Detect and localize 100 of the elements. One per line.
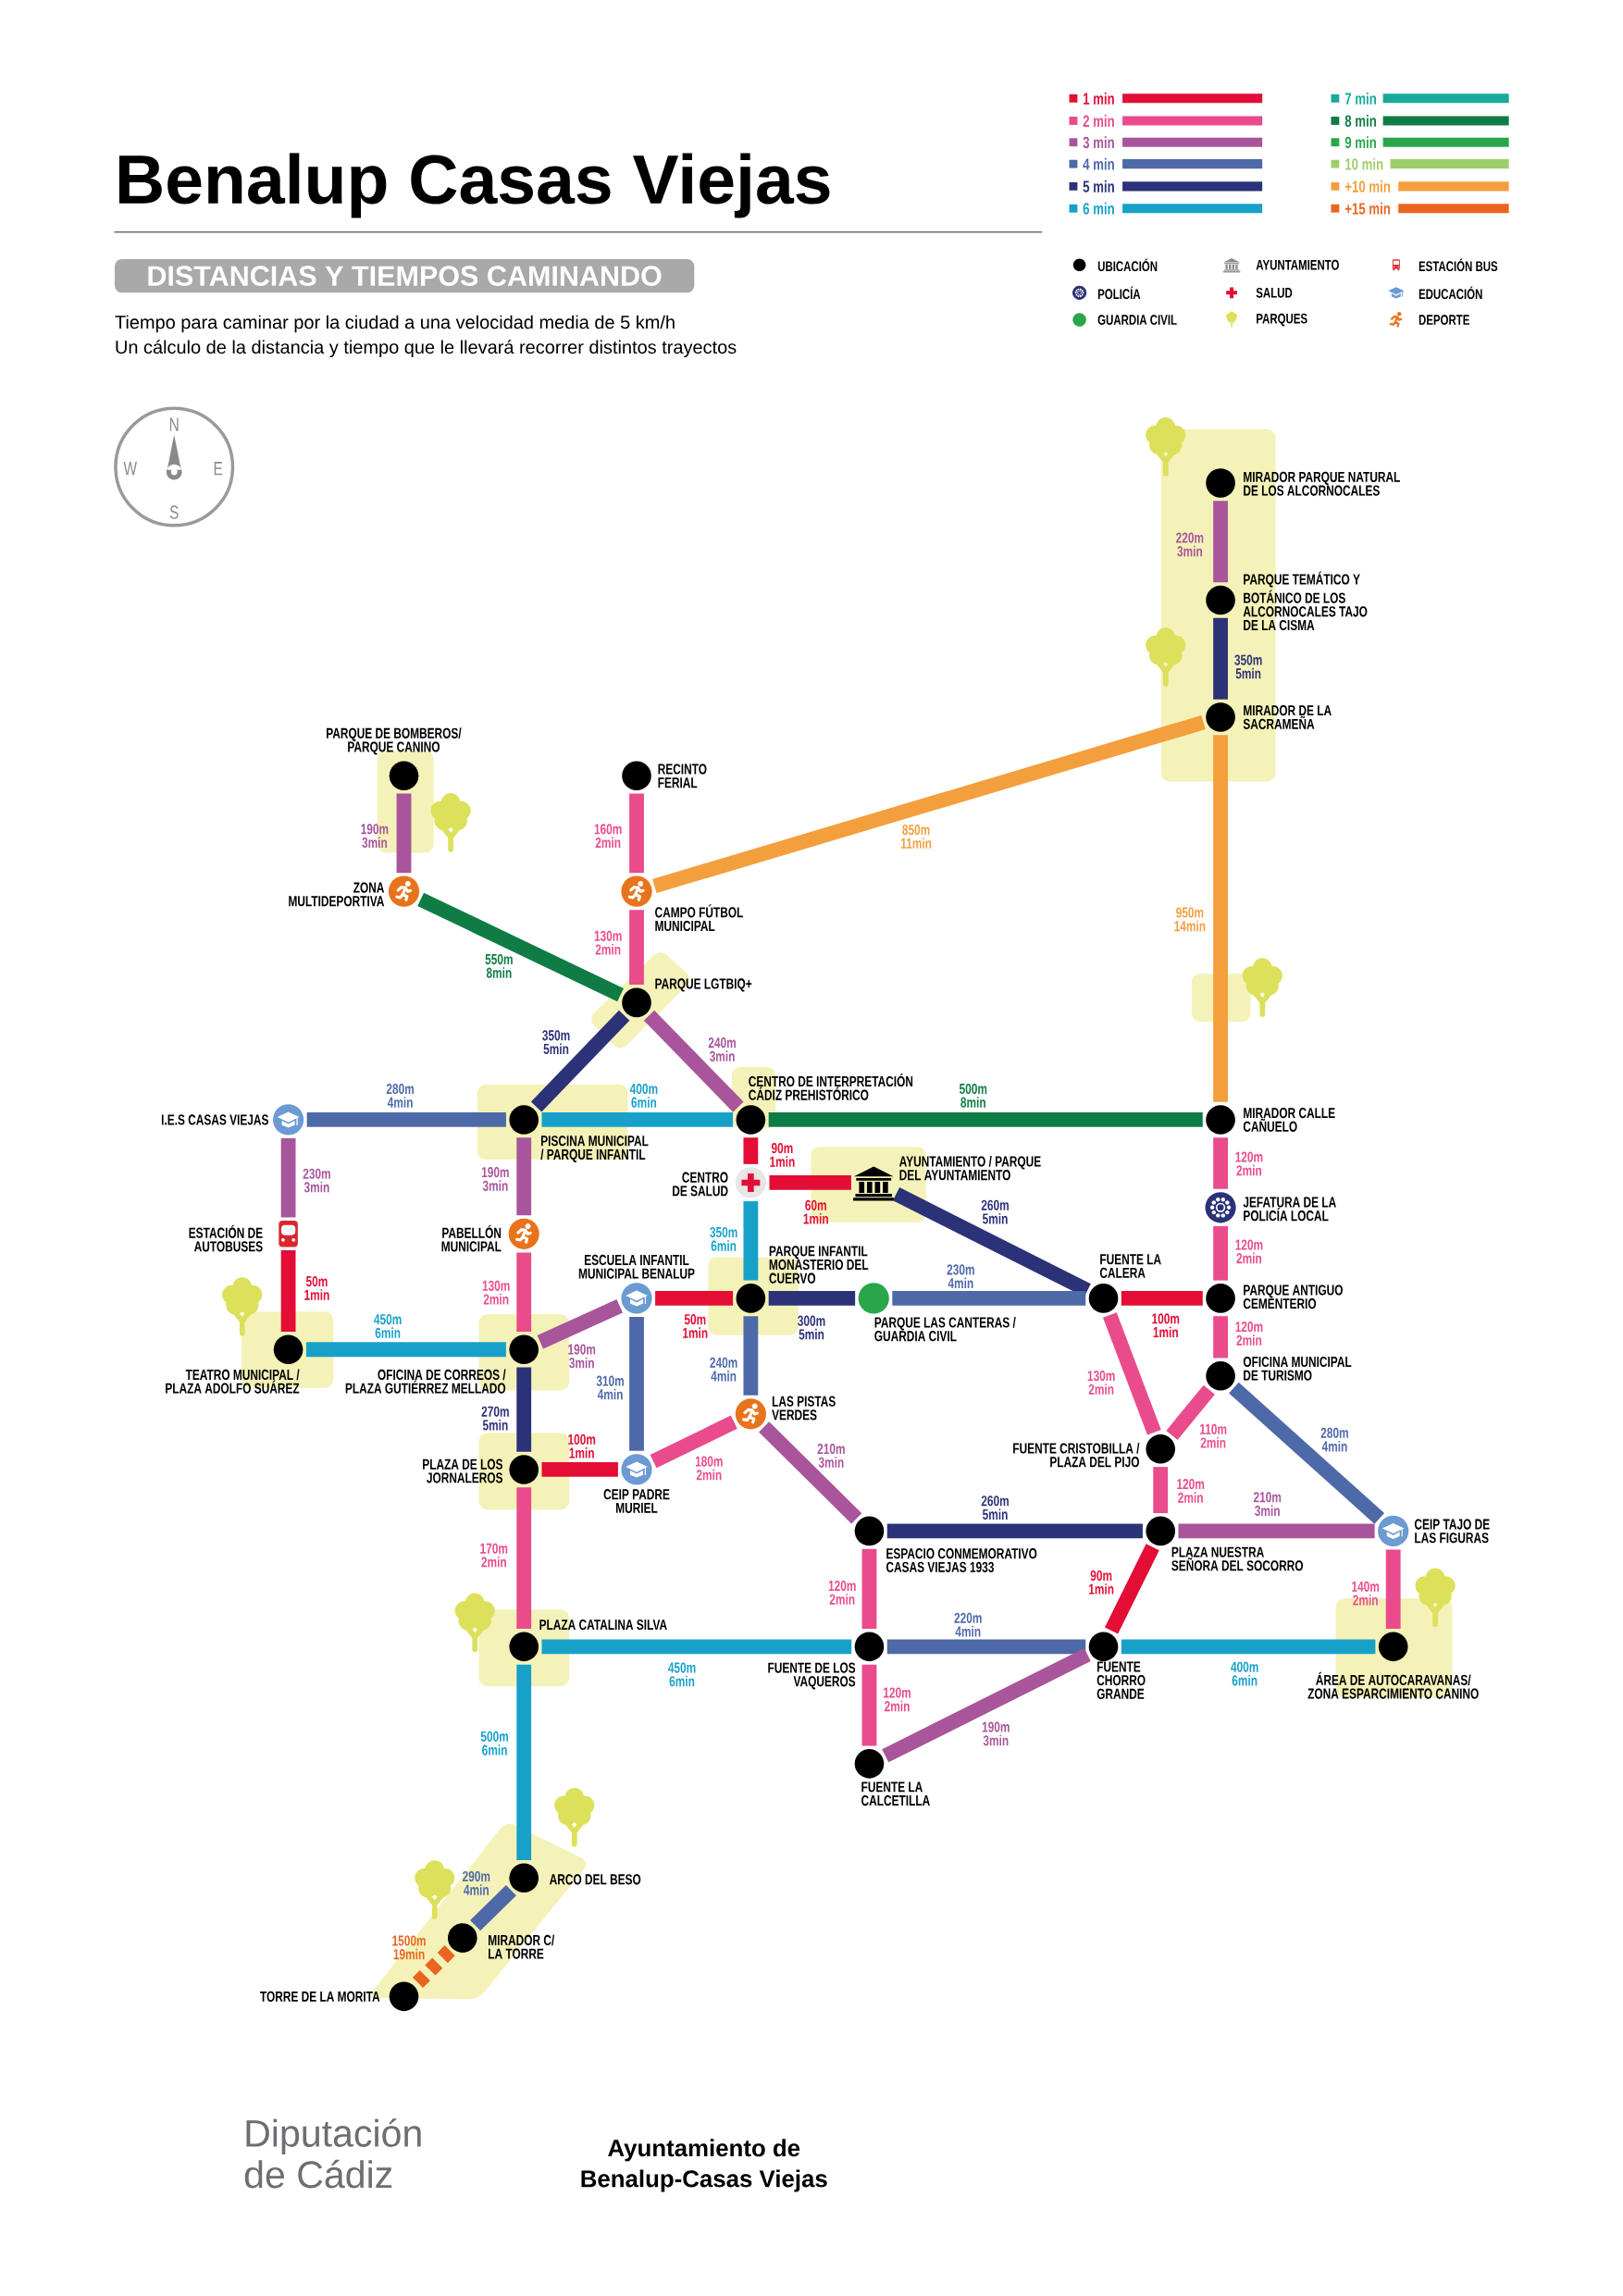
- route-line: [470, 1885, 516, 1931]
- distance-label: 260m 5min: [981, 1496, 1009, 1520]
- route-line: [1121, 1291, 1203, 1306]
- distance-label: 1500m 19min: [392, 1935, 426, 1960]
- station-label: PARQUE LGTBIQ+: [655, 978, 752, 992]
- distance-label: 190m 3min: [568, 1344, 596, 1369]
- distance-label: 120m 2min: [1235, 1322, 1263, 1346]
- organization-name: Diputación de Cádiz: [244, 2118, 421, 2189]
- distance-label: 160m 2min: [594, 824, 622, 848]
- route-line: [1213, 617, 1228, 700]
- legend-label: POLICÍA: [1097, 286, 1141, 300]
- distance-label: 220m 3min: [1176, 532, 1204, 557]
- legend-label: 10 min: [1345, 157, 1383, 170]
- station-label: CAMPO FÚTBOL MUNICIPAL: [655, 904, 743, 932]
- route-line: [1213, 735, 1228, 1102]
- station-label: OFICINA MUNICIPAL DE TURISMO: [1243, 1356, 1352, 1381]
- legend-label: PARQUES: [1257, 313, 1307, 327]
- distance-label: 350m 5min: [542, 1030, 570, 1055]
- station-label: FUENTE DE LOS VAQUEROS: [768, 1662, 856, 1690]
- route-line: [743, 1201, 759, 1281]
- distance-label: 110m 2min: [1200, 1423, 1227, 1448]
- distance-label: 50m 1min: [683, 1314, 708, 1338]
- station-label: CEIP TAJO DE LAS FIGURAS: [1414, 1519, 1490, 1544]
- legend-label: SALUD: [1256, 287, 1293, 298]
- station-label: MIRADOR CALLE CAÑUELO: [1243, 1108, 1335, 1132]
- distance-label: 450m 6min: [374, 1314, 402, 1338]
- distance-label: 60m 1min: [803, 1199, 828, 1224]
- distance-label: 230m 3min: [303, 1168, 330, 1193]
- distance-label: 140m 2min: [1352, 1581, 1380, 1606]
- legend-label: GUARDIA CIVIL: [1097, 315, 1177, 325]
- route-line: [1213, 1137, 1228, 1189]
- distance-label: 220m 4min: [954, 1612, 982, 1637]
- station-label: PLAZA DE LOS JORNALEROS: [423, 1458, 502, 1483]
- legend-label: 8 min: [1344, 115, 1376, 127]
- compass-letter: S: [169, 505, 179, 519]
- route-line: [1166, 1384, 1215, 1440]
- station-label: LAS PISTAS VERDES: [772, 1396, 836, 1421]
- route-line: [743, 1316, 759, 1396]
- distance-label: 240m 4min: [710, 1357, 737, 1382]
- distance-label: 210m 3min: [1253, 1492, 1282, 1517]
- distance-label: 90m 1min: [770, 1143, 795, 1167]
- station-label: PABELLÓN MUNICIPAL: [441, 1224, 502, 1252]
- legend-label: DEPORTE: [1419, 315, 1469, 325]
- route-line: [629, 1317, 644, 1451]
- route-line: [516, 1487, 532, 1630]
- organization-name: Ayuntamiento de Benalup-Casas Viejas: [581, 2139, 827, 2192]
- route-line: [537, 1299, 623, 1349]
- distance-label: 950m 14min: [1174, 907, 1206, 932]
- legend-label: ESTACIÓN BUS: [1419, 258, 1498, 272]
- route-line: [305, 1342, 506, 1358]
- route-line: [516, 1137, 532, 1216]
- station-label: PISCINA MUNICIPAL / PARQUE INFANTIL: [540, 1136, 649, 1162]
- legend-label: 7 min: [1344, 92, 1376, 105]
- title: Benalup Casas Viejas: [118, 153, 830, 218]
- distance-label: 280m 4min: [386, 1084, 414, 1108]
- distance-label: 550m 8min: [485, 953, 513, 978]
- distance-label: 240m 3min: [708, 1037, 736, 1061]
- route-line: [768, 1112, 1203, 1127]
- route-line: [1213, 1316, 1228, 1359]
- distance-label: 280m 4min: [1320, 1427, 1348, 1452]
- legend-label: 6 min: [1083, 202, 1114, 215]
- distance-label: 400m 6min: [1231, 1661, 1258, 1686]
- route-line: [1385, 1549, 1401, 1630]
- route-line: [655, 1291, 734, 1306]
- station-label: MIRADOR DE LA SACRAMEÑA: [1243, 705, 1332, 729]
- station-label: CEIP PADRE MURIEL: [603, 1489, 670, 1513]
- route-line: [882, 1647, 1091, 1763]
- distance-label: 270m 5min: [481, 1406, 509, 1431]
- distance-label: 400m 6min: [629, 1083, 658, 1108]
- distance-label: 260m 5min: [981, 1199, 1009, 1224]
- route-line: [861, 1664, 877, 1746]
- station-label: I.E.S CASAS VIEJAS: [161, 1114, 268, 1125]
- route-line: [629, 910, 644, 986]
- distance-label: 120m 2min: [884, 1687, 911, 1712]
- route-line: [769, 1175, 851, 1190]
- station-label: ZONA MULTIDEPORTIVA: [289, 882, 385, 907]
- distance-label: 290m 4min: [463, 1870, 490, 1895]
- route-line: [1229, 1382, 1385, 1524]
- station-label: FUENTE CRISTOBILLA / PLAZA DEL PIJO: [1013, 1443, 1140, 1468]
- route-line: [541, 1462, 618, 1477]
- route-line: [1153, 1467, 1169, 1514]
- distance-label: 170m 2min: [480, 1543, 508, 1568]
- route-line: [280, 1250, 296, 1332]
- station-label: PARQUE INFANTIL MONASTERIO DEL CUERVO: [769, 1246, 869, 1284]
- route-line: [516, 1367, 532, 1452]
- station-label: CENTRO DE INTERPRETACIÓN CÁDIZ PREHISTÓRICO: [749, 1073, 913, 1100]
- legend-label: +10 min: [1344, 180, 1391, 192]
- route-line: [516, 1664, 532, 1860]
- station-label: PLAZA CATALINA SILVA: [539, 1620, 667, 1631]
- legend-label: 1 min: [1084, 92, 1114, 105]
- distance-label: 120m 2min: [1177, 1479, 1205, 1503]
- distance-label: 120m 2min: [828, 1580, 856, 1605]
- route-line: [768, 1291, 856, 1306]
- station-label: ESTACIÓN DE AUTOBUSES: [189, 1224, 263, 1252]
- route-line: [652, 714, 1206, 894]
- distance-label: 500m 8min: [959, 1083, 987, 1108]
- distance-label: 500m 6min: [480, 1731, 508, 1756]
- station-label: MIRADOR C/ LA TORRE: [489, 1934, 555, 1959]
- route-line: [530, 1010, 630, 1112]
- distance-label: 310m 4min: [596, 1375, 624, 1400]
